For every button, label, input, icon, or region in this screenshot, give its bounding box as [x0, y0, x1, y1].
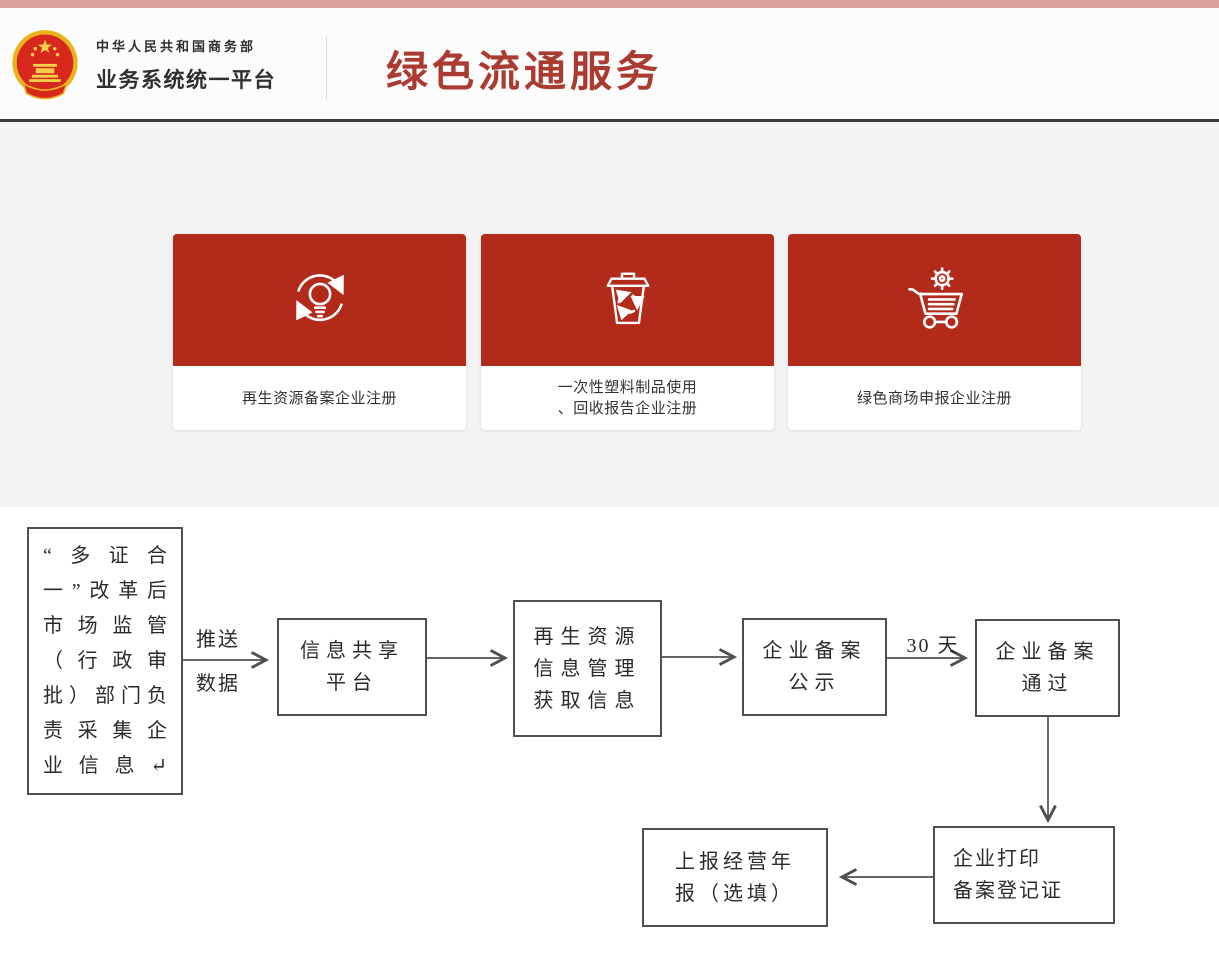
recycle-lightbulb-icon: [295, 274, 344, 322]
site-identity: 中华人民共和国商务部 业务系统统一平台: [96, 36, 276, 94]
filing-process-flowchart: “多证合 一”改革后 市场监管 （行政审 批）部门负 责采集企 业信息↵ 推送 …: [0, 507, 1219, 973]
top-accent-bar: [0, 0, 1219, 8]
flow-node-annual-report: 上报经营年 报（选填）: [642, 828, 828, 927]
card-label: 绿色商场申报企业注册: [856, 389, 1012, 407]
card-plastic-report-registration[interactable]: 一次性塑料制品使用 、回收报告企业注册: [481, 234, 774, 430]
cart-gear-icon: [907, 267, 963, 329]
flow-node-filing-approved: 企业备案 通过: [975, 619, 1120, 717]
card-green-mall-registration[interactable]: 绿色商场申报企业注册: [788, 234, 1081, 430]
card-renewable-resources-registration[interactable]: 再生资源备案企业注册: [173, 234, 466, 430]
edge-label-30-days: 30 天: [906, 635, 960, 657]
flow-node-print-certificate: 企业打印 备案登记证: [933, 826, 1115, 924]
card-red-panel: [481, 234, 774, 366]
ministry-name: 中华人民共和国商务部: [96, 39, 257, 54]
services-band: 再生资源备案企业注册: [0, 122, 1219, 507]
header-divider: [326, 36, 327, 100]
flow-node-collect-info: “多证合 一”改革后 市场监管 （行政审 批）部门负 责采集企 业信息↵: [27, 527, 183, 795]
national-emblem-icon: [12, 30, 78, 100]
header: 中华人民共和国商务部 业务系统统一平台 绿色流通服务: [0, 8, 1219, 121]
header-rule: [0, 119, 1219, 122]
flow-node-renewable-info-management: 再生资源 信息管理 获取信息: [513, 600, 662, 737]
card-red-panel: [788, 234, 1081, 366]
edge-label-push-data-line1: 推送: [196, 629, 240, 651]
flow-arrows: [183, 507, 1219, 973]
recycle-bin-icon: [606, 272, 649, 325]
flow-node-info-sharing-platform: 信息共享 平台: [277, 618, 427, 716]
edge-label-push-data-line2: 数据: [196, 673, 240, 695]
platform-name: 业务系统统一平台: [96, 69, 276, 92]
card-label: 一次性塑料制品使用 、回收报告企业注册: [557, 379, 698, 417]
card-label: 再生资源备案企业注册: [241, 389, 397, 407]
flow-node-filing-publicity: 企业备案 公示: [742, 618, 887, 716]
page-title: 绿色流通服务: [386, 48, 663, 95]
card-red-panel: [173, 234, 466, 366]
